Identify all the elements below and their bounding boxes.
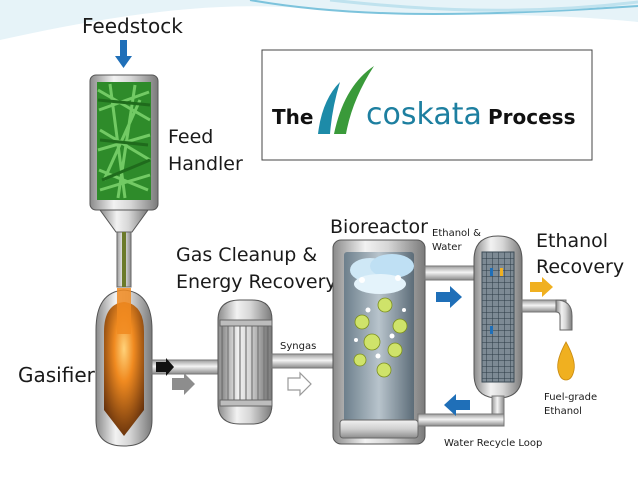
feed-handler-label-line1: Feed <box>168 126 213 148</box>
feed-handler-label-line2: Handler <box>168 153 243 175</box>
ethanol-recovery-column <box>473 235 523 399</box>
ethanol-recovery-label-line2: Recovery <box>536 256 624 278</box>
gas-cleanup-label-line1: Gas Cleanup & <box>176 244 317 266</box>
gasifier <box>95 288 153 447</box>
coskata-logo: The coskata Process <box>261 49 593 161</box>
gray-right-arrow-icon <box>172 373 195 395</box>
ethanol-water-label-line1: Ethanol & <box>432 228 481 239</box>
logo-process: Process <box>488 105 576 129</box>
ethanol-water-pipe <box>424 265 478 281</box>
fuel-grade-label-line2: Ethanol <box>544 406 582 417</box>
fuel-grade-label-line1: Fuel-grade <box>544 392 597 403</box>
flow-right-arrow-icon <box>156 358 174 376</box>
coskata-logo-mark-icon <box>318 66 374 134</box>
yellow-right-arrow-icon <box>530 277 553 297</box>
logo-brand: coskata <box>366 97 482 132</box>
syngas-label: Syngas <box>280 341 316 352</box>
bioreactor <box>332 239 426 445</box>
fuel-drop-icon <box>557 341 575 381</box>
feedstock-label: Feedstock <box>82 14 183 38</box>
feedstock-down-arrow-icon <box>115 40 132 68</box>
gas-cleanup-label-line2: Energy Recovery <box>176 271 337 293</box>
ethanol-recovery-label-line1: Ethanol <box>536 230 608 252</box>
syngas-pipe-2 <box>271 353 335 369</box>
header-swoosh <box>0 0 638 40</box>
ethanol-water-label-line2: Water <box>432 242 462 253</box>
gas-cleanup-unit <box>217 299 273 425</box>
blue-left-arrow-icon <box>444 394 470 416</box>
hollow-right-arrow-icon <box>287 371 312 397</box>
water-recycle-label: Water Recycle Loop <box>444 438 542 449</box>
gasifier-label: Gasifier <box>18 363 96 387</box>
blue-right-arrow-icon <box>436 286 462 308</box>
water-recycle-pipe <box>417 395 505 427</box>
feed-handler <box>89 74 159 288</box>
logo-the: The <box>272 105 313 129</box>
ethanol-output-faucet <box>521 299 573 331</box>
bioreactor-label: Bioreactor <box>330 216 428 238</box>
